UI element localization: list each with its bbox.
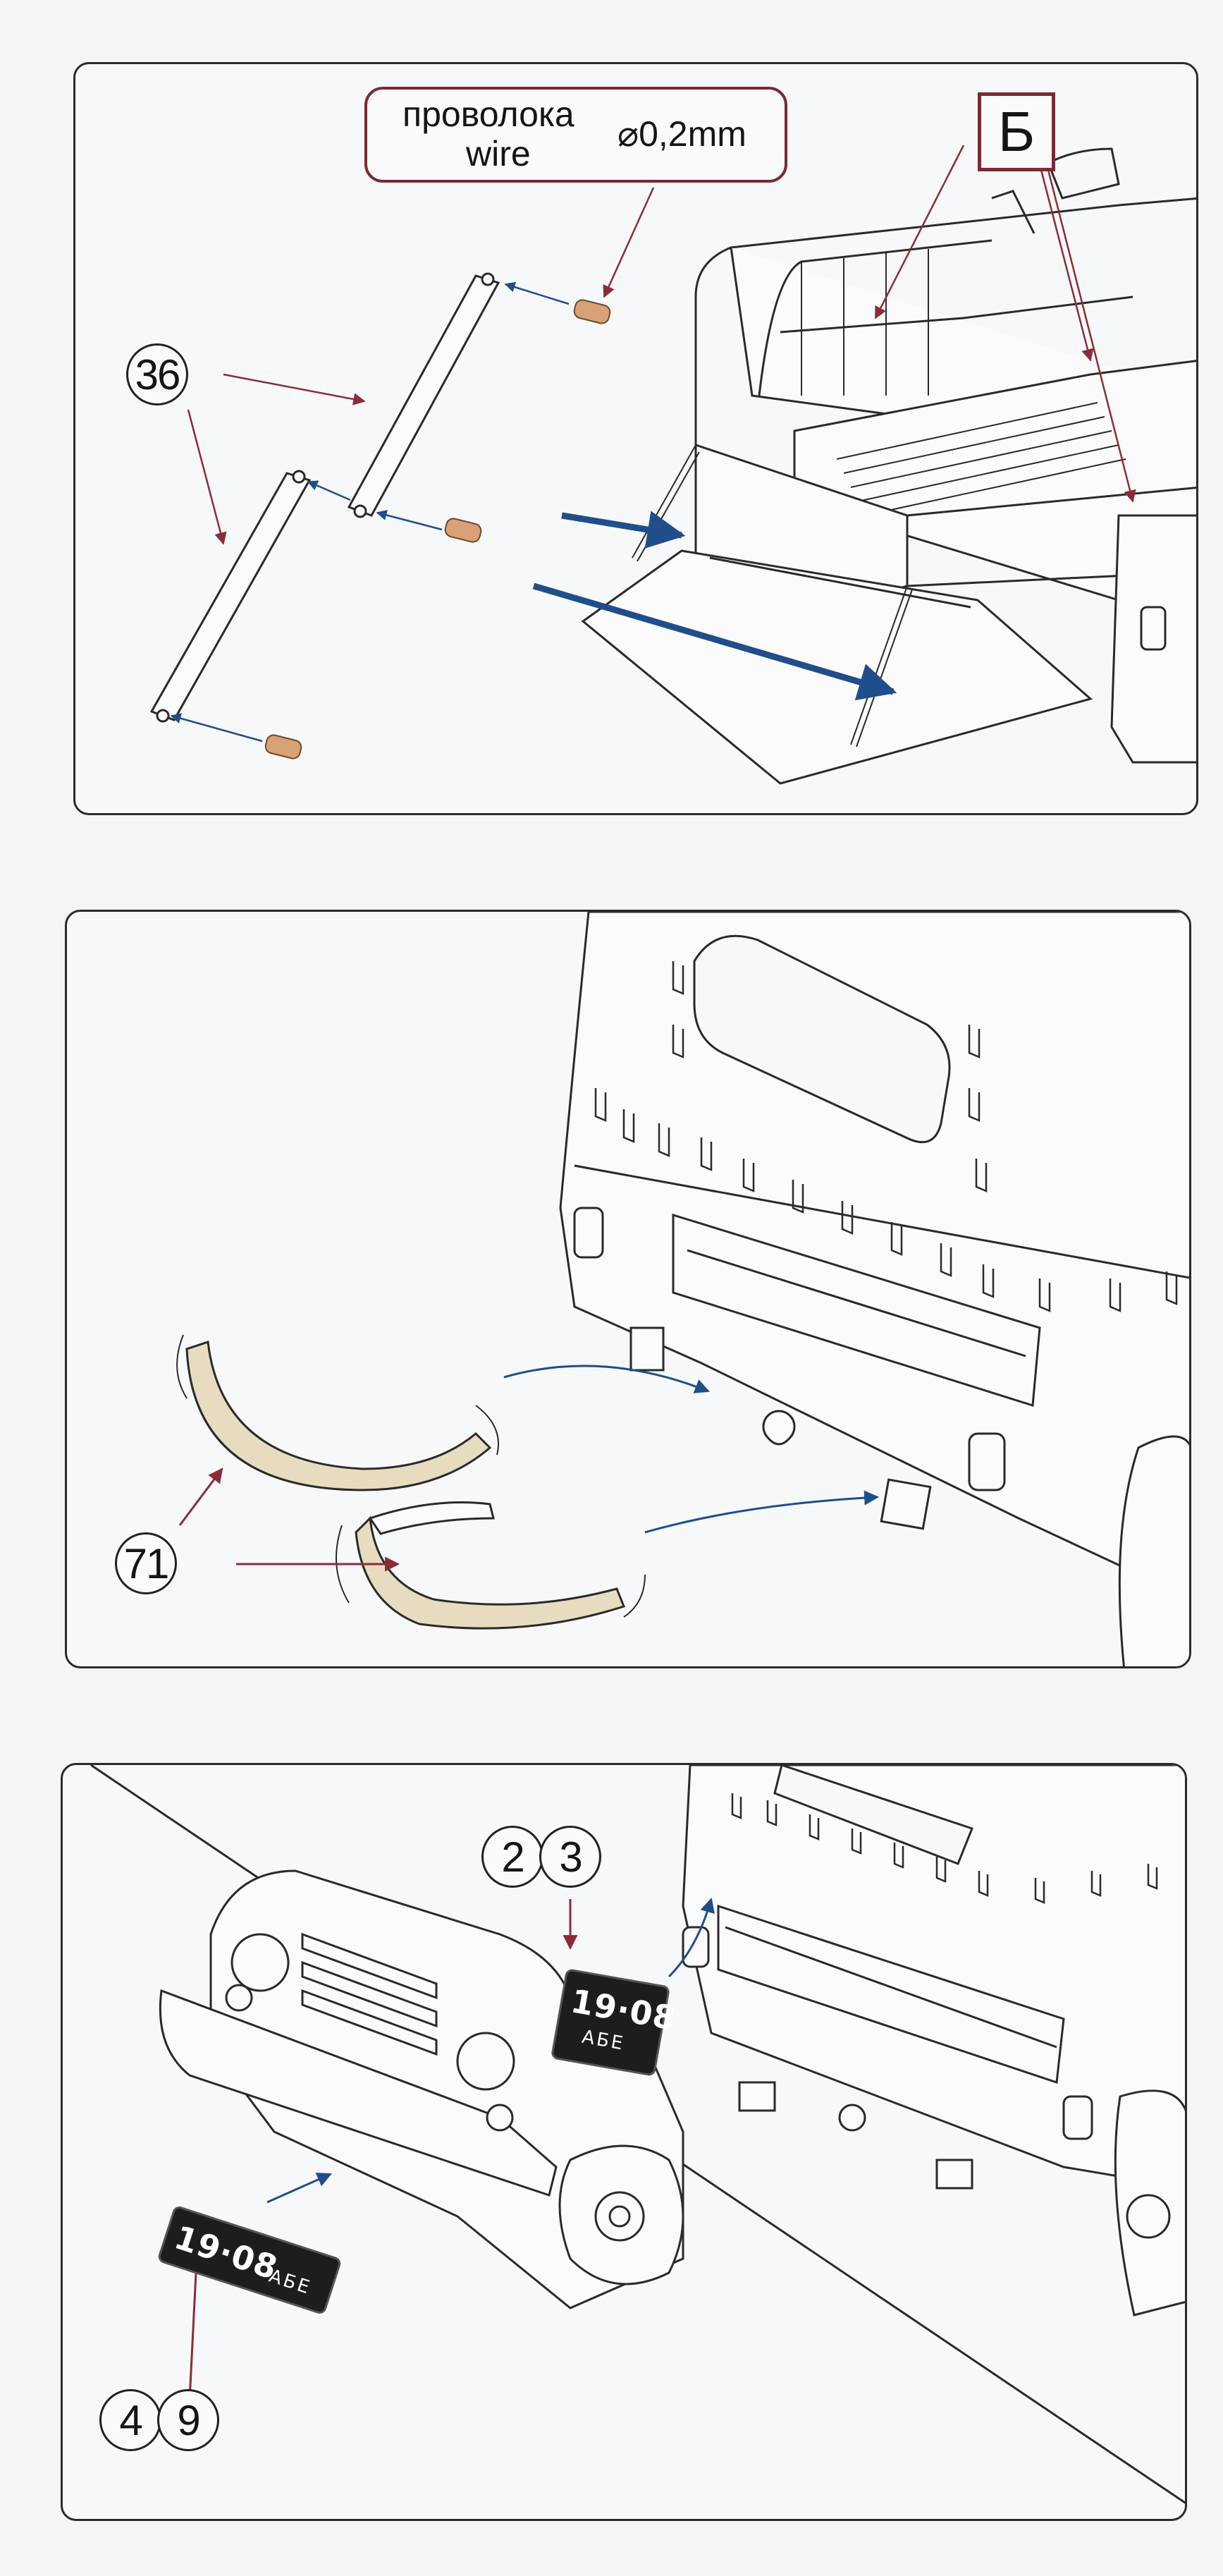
front-grille xyxy=(159,1869,684,2309)
rear-body-small xyxy=(682,1765,1185,2316)
step-panel-license-plates: 2 3 4 9 19·08 АБЕ 19·08 АБЕ xyxy=(61,1763,1187,2521)
canvas-hooks xyxy=(594,961,1178,1312)
plates-drawing xyxy=(90,1765,1185,2504)
tailgate-drawing xyxy=(149,145,1196,785)
tow-hook xyxy=(762,1410,796,1446)
part-callout-36: 36 xyxy=(126,343,188,405)
rear-body-drawing xyxy=(176,912,1189,1666)
front-plate-letters: АБЕ xyxy=(266,2265,314,2300)
wire-size: ⌀0,2mm xyxy=(617,114,746,154)
assembly-arrows xyxy=(532,511,897,701)
part-callout-71: 71 xyxy=(115,1532,177,1594)
part-callout-2: 2 xyxy=(481,1826,543,1888)
wire-spec-box: проволока wire ⌀0,2mm xyxy=(364,87,787,183)
wire-label-en: wire xyxy=(466,134,531,173)
tailgate xyxy=(581,549,1093,785)
rotation-hints xyxy=(176,1334,646,1618)
callout-arrows xyxy=(188,1899,578,2400)
insert-arrows xyxy=(170,281,570,743)
wire-label-ru: проволока xyxy=(402,94,574,134)
rear-body xyxy=(559,912,1189,1666)
step-panel-bumper-brackets: 71 xyxy=(65,910,1191,1668)
part-callout-4: 4 xyxy=(99,2389,161,2451)
wire-pins xyxy=(264,299,611,759)
reference-mark: Б xyxy=(978,92,1055,171)
step-panel-tailgate-stays: проволока wire ⌀0,2mm Б 36 xyxy=(73,62,1198,815)
part-callout-3: 3 xyxy=(539,1826,601,1888)
callout-arrows xyxy=(187,145,1136,545)
callout-arrows xyxy=(178,1467,400,1572)
assembly-arrows xyxy=(266,1897,715,2204)
canvas-hooks-small xyxy=(731,1793,1158,1904)
part-callout-9: 9 xyxy=(157,2389,219,2451)
part-71-brackets xyxy=(185,1340,625,1630)
part-36-stays xyxy=(149,272,500,723)
assembly-arrows xyxy=(503,1365,880,1534)
rear-license-plate: 19·08 АБЕ xyxy=(550,1967,679,2077)
rear-plate-letters: АБЕ xyxy=(580,2026,627,2055)
